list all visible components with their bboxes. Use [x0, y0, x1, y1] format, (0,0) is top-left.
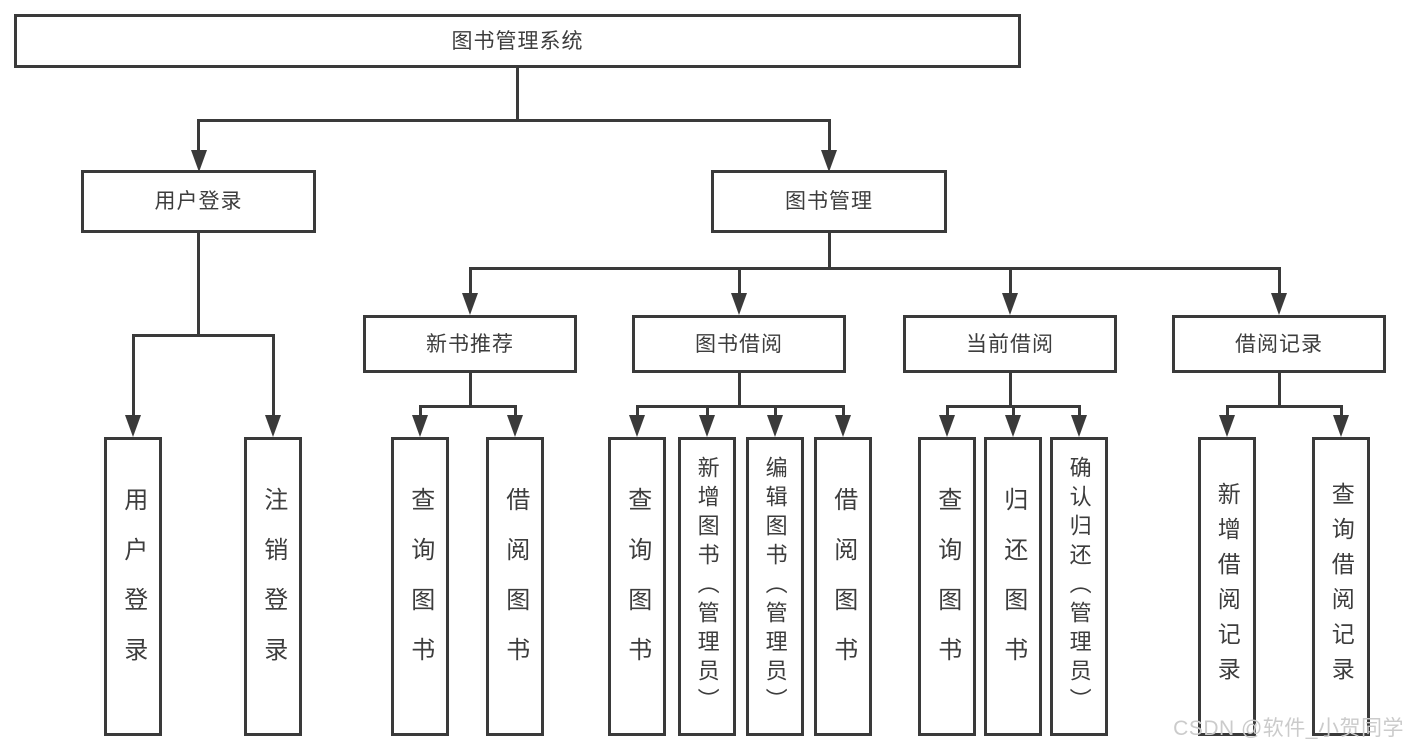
node-current-borrowing: 当前借阅 [903, 315, 1117, 373]
node-label: 新增借阅记录 [1214, 481, 1241, 692]
node-label: 图书借阅 [695, 332, 783, 356]
connector-line [1225, 406, 1229, 417]
node-label: 借阅图书 [829, 486, 857, 687]
connector-line [468, 373, 472, 406]
arrowhead-down-icon [1271, 293, 1287, 315]
connector-line [945, 406, 949, 417]
node-label: 查询借阅记录 [1328, 481, 1355, 692]
arrowhead-down-icon [1071, 415, 1087, 437]
node-label: 图书管理系统 [451, 29, 584, 53]
node-add-books-admin: 新增图书（管理员） [678, 437, 736, 736]
connector-line [516, 68, 519, 120]
arrowhead-down-icon [767, 415, 783, 437]
connector-line [705, 406, 709, 417]
connector-line [1011, 406, 1015, 417]
arrowhead-down-icon [731, 293, 747, 315]
connector-line [827, 233, 831, 268]
arrowhead-down-icon [190, 150, 207, 172]
node-label: 编辑图书（管理员） [762, 456, 788, 717]
node-borrow-books-recommend: 借阅图书 [486, 437, 544, 736]
arrowhead-down-icon [1002, 293, 1018, 315]
node-label: 确认归还（管理员） [1066, 456, 1092, 717]
node-label: 查询图书 [406, 486, 434, 687]
node-label: 用户登录 [154, 190, 243, 213]
connector-line [1225, 404, 1343, 408]
node-query-books-recommend: 查询图书 [391, 437, 449, 736]
connector-line [827, 120, 831, 152]
node-user-login-leaf: 用户登录 [104, 437, 162, 736]
arrowhead-down-icon [1219, 415, 1235, 437]
node-label: 新书推荐 [426, 332, 514, 356]
node-library-management-system: 图书管理系统 [14, 14, 1021, 68]
connector-line [418, 404, 517, 408]
connector-line [468, 266, 1281, 270]
node-add-borrowing-record: 新增借阅记录 [1198, 437, 1256, 736]
arrowhead-down-icon [629, 415, 645, 437]
node-edit-books-admin: 编辑图书（管理员） [746, 437, 804, 736]
node-borrowing-records: 借阅记录 [1172, 315, 1386, 373]
arrowhead-down-icon [412, 415, 428, 437]
connector-line [1008, 268, 1012, 295]
node-user-login: 用户登录 [81, 170, 316, 233]
arrowhead-down-icon [939, 415, 955, 437]
connector-line [271, 335, 275, 417]
node-label: 借阅记录 [1235, 332, 1323, 356]
arrowhead-down-icon [507, 415, 523, 437]
node-query-borrowing-record: 查询借阅记录 [1312, 437, 1370, 736]
connector-line [1277, 268, 1281, 295]
connector-line [1339, 406, 1343, 417]
node-label: 借阅图书 [501, 486, 529, 687]
connector-line [513, 406, 517, 417]
node-label: 归还图书 [999, 486, 1027, 687]
csdn-watermark: CSDN @软件_小贺同学 [1173, 717, 1404, 740]
node-label: 当前借阅 [966, 332, 1054, 356]
node-return-books: 归还图书 [984, 437, 1042, 736]
node-borrow-books-borrowing: 借阅图书 [814, 437, 872, 736]
connector-line [1008, 373, 1012, 406]
connector-line [131, 335, 135, 417]
connector-line [737, 373, 741, 406]
node-label: 用户登录 [119, 486, 147, 687]
arrowhead-down-icon [699, 415, 715, 437]
node-query-books-current: 查询图书 [918, 437, 976, 736]
connector-line [197, 118, 831, 122]
connector-line [635, 404, 845, 408]
arrowhead-down-icon [1333, 415, 1349, 437]
node-label: 图书管理 [785, 190, 873, 213]
connector-line [773, 406, 777, 417]
connector-line [841, 406, 845, 417]
arrowhead-down-icon [265, 415, 281, 437]
node-label: 注销登录 [259, 486, 287, 687]
connector-line [635, 406, 639, 417]
connector-line [418, 406, 422, 417]
connector-line [1077, 406, 1081, 417]
arrowhead-down-icon [835, 415, 851, 437]
arrowhead-down-icon [821, 150, 837, 172]
arrowhead-down-icon [1005, 415, 1021, 437]
connector-line [197, 233, 200, 335]
node-logout-leaf: 注销登录 [244, 437, 302, 736]
arrowhead-down-icon [462, 293, 478, 315]
node-label: 查询图书 [933, 486, 961, 687]
node-confirm-return-admin: 确认归还（管理员） [1050, 437, 1108, 736]
connector-line [468, 268, 472, 295]
node-book-borrowing: 图书借阅 [632, 315, 846, 373]
node-book-management: 图书管理 [711, 170, 947, 233]
node-label: 查询图书 [623, 486, 651, 687]
connector-line [1277, 373, 1281, 406]
node-label: 新增图书（管理员） [694, 456, 720, 717]
connector-line [197, 120, 200, 152]
node-query-books-borrowing: 查询图书 [608, 437, 666, 736]
connector-line [737, 268, 741, 295]
arrowhead-down-icon [125, 415, 141, 437]
node-new-book-recommendation: 新书推荐 [363, 315, 577, 373]
connector-line [131, 333, 275, 337]
